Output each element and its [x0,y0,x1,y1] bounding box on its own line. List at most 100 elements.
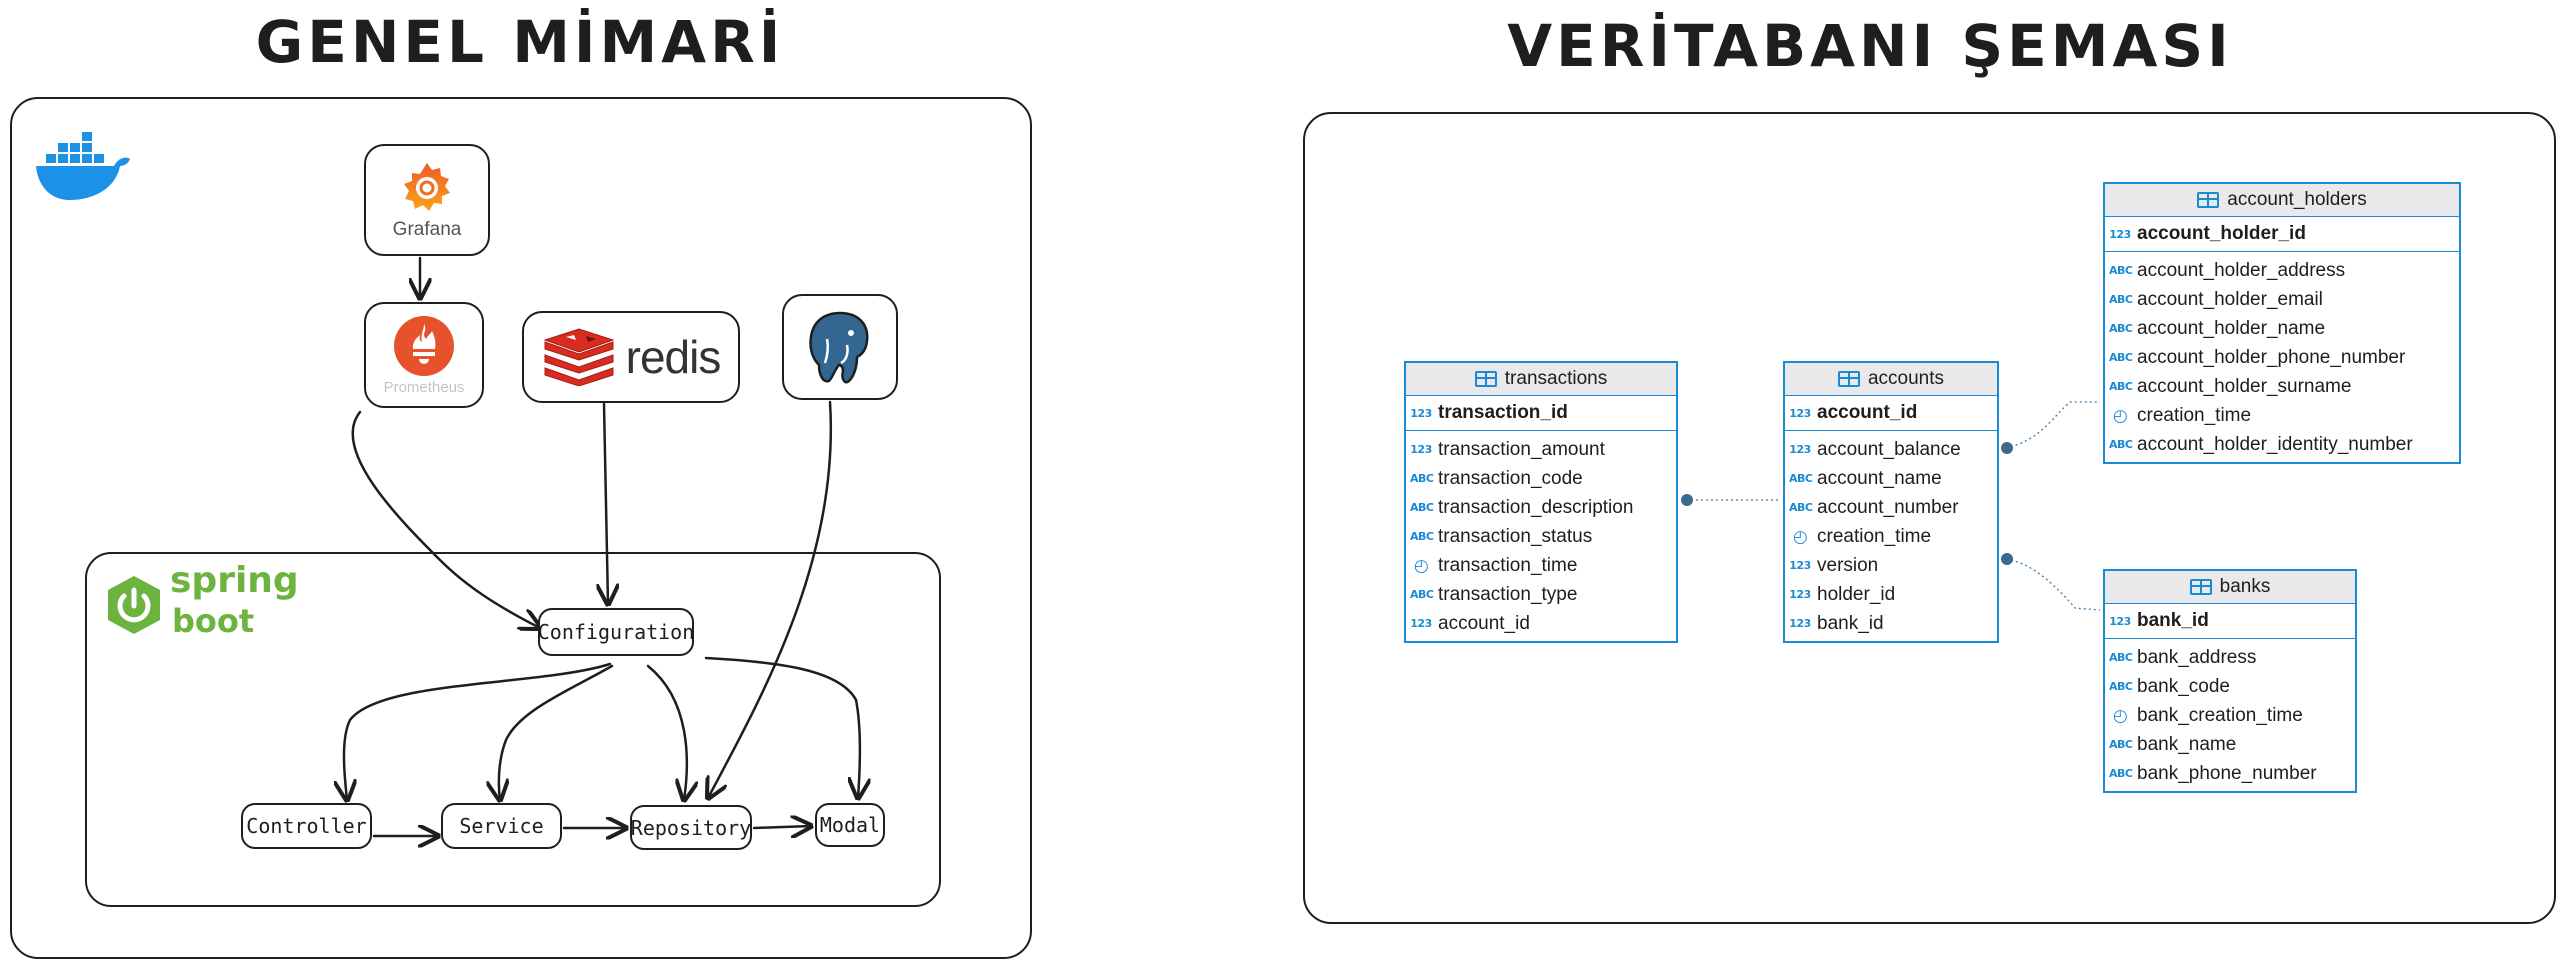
configuration-node: Configuration [538,608,694,656]
text-type-icon: ABC [2109,380,2133,393]
table-icon [2197,192,2220,208]
clock-icon: ◴ [1792,526,1808,547]
text-type-icon: ABC [1789,501,1813,514]
column-name: account_holder_name [2137,317,2326,339]
numeric-type-icon: 123 [1789,588,1811,601]
column-name: transaction_code [1438,467,1583,489]
prometheus-icon [394,315,454,376]
table-column-row: ABC account_name [1785,464,1997,493]
postgresql-node [782,294,898,400]
table-title: banks [2219,576,2271,597]
repository-node: Repository [630,805,752,850]
spring-word: spring [170,560,299,601]
text-type-icon: ABC [2109,293,2133,306]
architecture-arrows [0,256,1040,971]
text-type-icon: ABC [1410,530,1434,543]
column-name: account_holder_surname [2137,375,2352,397]
table-column-row: ◴transaction_time [1406,551,1676,580]
arrow-configuration-controller [344,662,612,800]
text-type-icon: ABC [1410,501,1434,514]
table-transactions[interactable]: transactions 123 transaction_id 123 transa… [1404,361,1678,643]
column-name: transaction_amount [1438,438,1605,460]
table-column-row: ABC account_holder_surname [2105,372,2459,401]
table-icon [1474,371,1497,387]
column-name: account_holder_phone_number [2137,346,2406,368]
redis-label: redis [625,331,722,383]
table-column-row: ◴ bank_creation_time [2105,701,2355,730]
redis-icon [543,328,615,386]
primary-key-icon: 123 [1410,406,1432,420]
column-name: bank_address [2137,646,2257,668]
text-type-icon: ABC [2109,351,2133,364]
table-column-row: ◴creation_time [1785,522,1997,551]
grafana-node: Grafana [364,144,490,256]
schema-panel [1303,112,2556,924]
primary-key-icon: 123 [2109,227,2131,241]
column-name: transaction_type [1438,583,1578,605]
text-type-icon: ABC [2109,322,2133,335]
pk-column: account_holder_id [2137,223,2306,244]
table-column-row: ABC transaction_status [1406,522,1676,551]
arrow-configuration-service [499,664,614,800]
column-name: account_holder_address [2137,259,2346,281]
text-type-icon: ABC [2109,680,2133,693]
table-title: transactions [1504,368,1608,389]
postgresql-icon [809,311,869,384]
column-name: bank_code [2137,675,2230,697]
table-account-holders[interactable]: account_holders 123 account_holder_id ABC… [2103,182,2461,464]
schema-title: VERİTABANI ŞEMASI [1507,12,2233,80]
arrow-repository-modal [752,826,811,828]
prometheus-node: Prometheus [364,302,484,408]
column-name: version [1817,554,1879,576]
prometheus-label: Prometheus [383,378,465,396]
column-name: transaction_status [1438,525,1593,547]
spring-boot-panel [85,552,941,907]
column-name: bank_phone_number [2137,762,2317,784]
table-column-row: 123 bank_id [1785,609,1997,638]
text-type-icon: ABC [2109,651,2133,664]
table-column-row: 123 transaction_amount [1406,435,1676,464]
text-type-icon: ABC [1410,588,1434,601]
text-type-icon: ABC [1789,472,1813,485]
table-title: account_holders [2227,189,2367,210]
column-name: account_holder_identity_number [2137,433,2413,455]
text-type-icon: ABC [1410,472,1434,485]
service-node: Service [441,803,562,849]
arrow-configuration-repository [646,664,687,800]
column-name: bank_creation_time [2137,704,2303,726]
pk-column: transaction_id [1438,402,1568,423]
table-column-row: ABC bank_address [2105,643,2355,672]
column-name: account_name [1817,467,1942,489]
column-name: transaction_time [1438,554,1578,576]
numeric-type-icon: 123 [1789,617,1811,630]
column-name: creation_time [2137,404,2252,426]
numeric-type-icon: 123 [1410,443,1432,456]
table-column-row: ◴creation_time [2105,401,2459,430]
primary-key-icon: 123 [1789,406,1811,420]
table-column-row: ABC account_holder_name [2105,314,2459,343]
pk-column: account_id [1817,402,1918,423]
column-name: bank_id [1817,612,1884,634]
numeric-type-icon: 123 [1410,617,1432,630]
table-column-row: ABC bank_code [2105,672,2355,701]
controller-node: Controller [241,803,372,849]
docker-icon [36,132,130,200]
boot-word: boot [172,602,255,640]
clock-icon: ◴ [2112,705,2128,726]
